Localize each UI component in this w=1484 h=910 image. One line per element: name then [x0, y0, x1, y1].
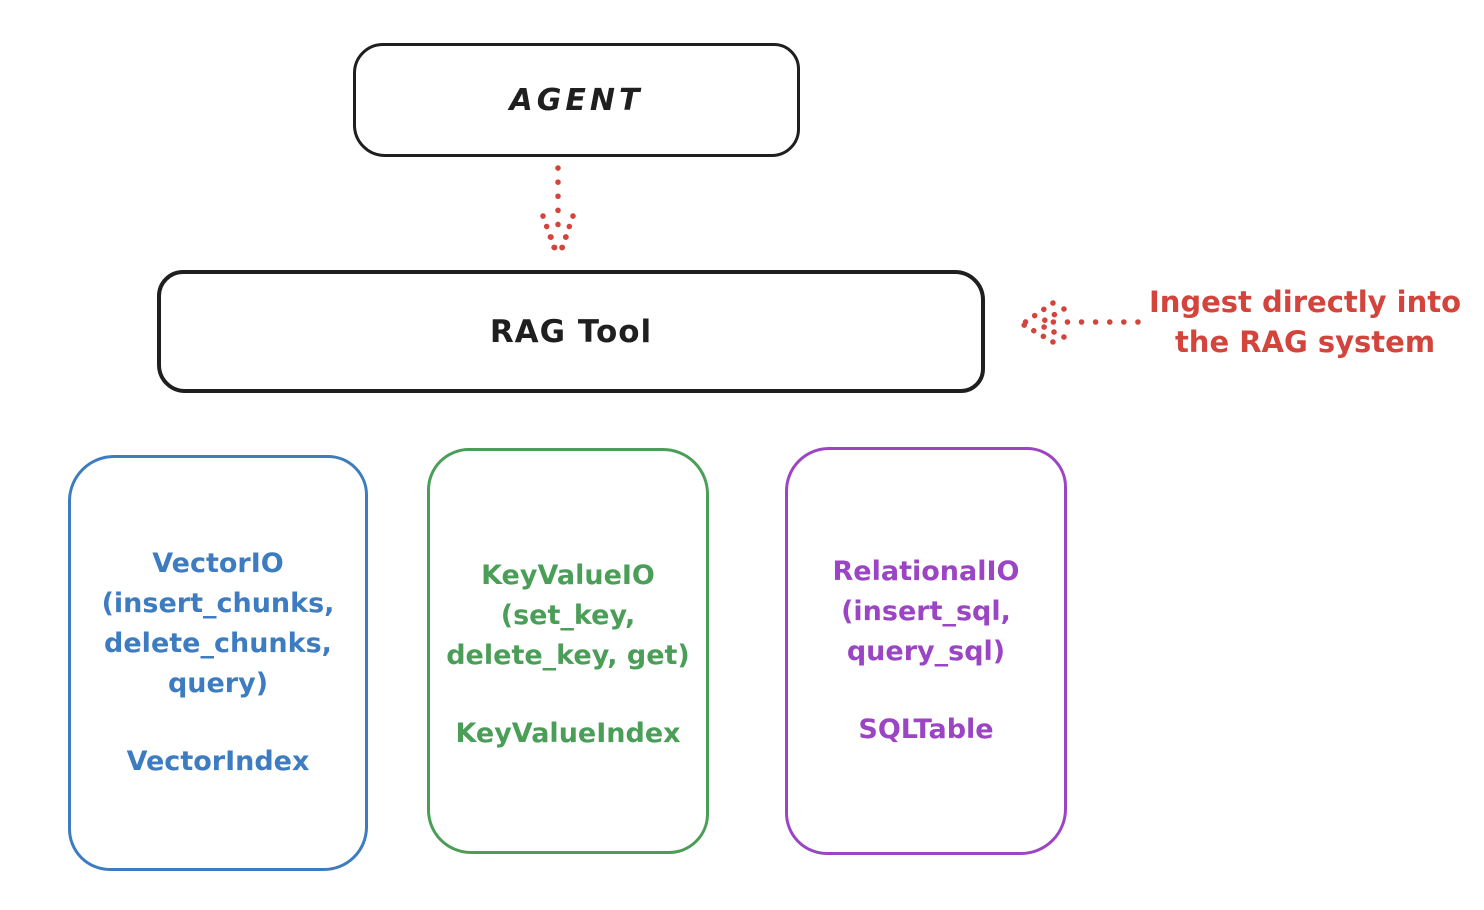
agent-to-rag-arrow-icon: [540, 165, 576, 260]
ingest-annotation-text: Ingest directly into the RAG system: [1148, 285, 1462, 359]
keyvalue-io-title: KeyValueIO (set_key, delete_key, get): [446, 560, 690, 671]
keyvalue-io-box: KeyValueIO (set_key, delete_key, get) Ke…: [427, 448, 709, 854]
agent-label: AGENT: [509, 82, 644, 118]
relational-io-title: RelationalIO (insert_sql, query_sql): [832, 556, 1020, 667]
keyvalue-index-label: KeyValueIndex: [455, 718, 681, 749]
vector-io-box: VectorIO (insert_chunks, delete_chunks, …: [68, 455, 368, 871]
vector-index-label: VectorIndex: [126, 746, 310, 777]
sqltable-label: SQLTable: [858, 714, 994, 745]
rag-tool-box: RAG Tool: [157, 270, 985, 393]
ingest-annotation-arrow-icon: [1021, 300, 1141, 345]
relational-io-box: RelationalIO (insert_sql, query_sql) SQL…: [785, 447, 1067, 855]
agent-box: AGENT: [353, 43, 800, 157]
vector-io-title: VectorIO (insert_chunks, delete_chunks, …: [101, 548, 335, 699]
rag-tool-label: RAG Tool: [489, 313, 653, 350]
